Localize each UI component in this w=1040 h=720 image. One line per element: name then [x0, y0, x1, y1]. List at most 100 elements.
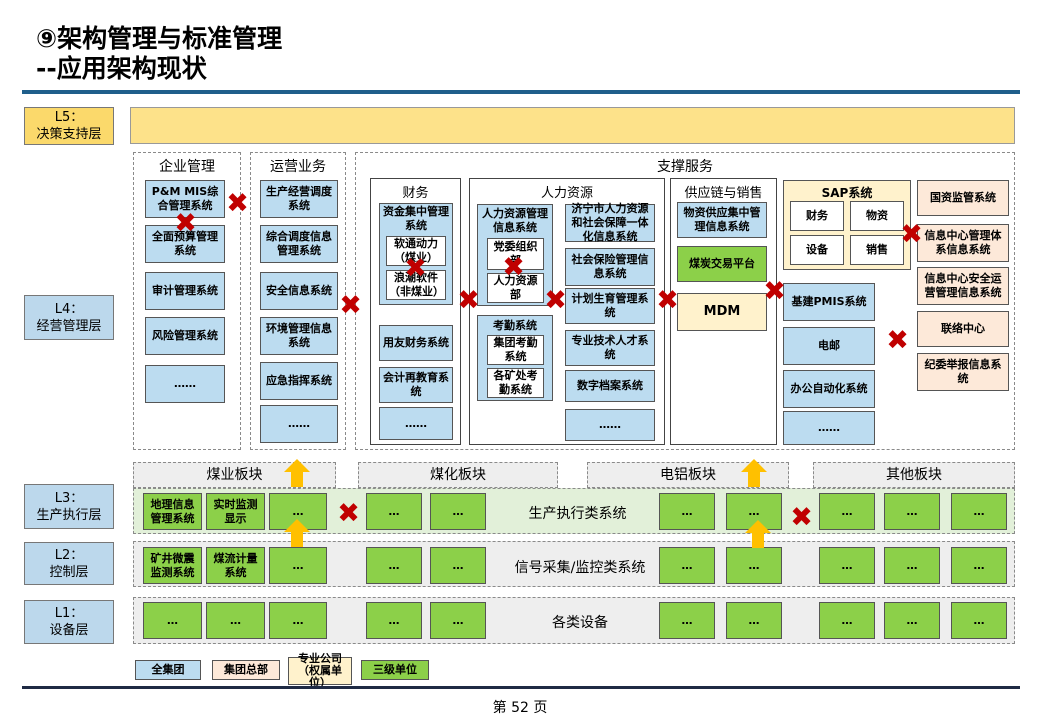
sap-sales-module[interactable]: 销售: [850, 235, 904, 265]
liaison-center[interactable]: 联络中心: [917, 311, 1009, 347]
jining-hr-system[interactable]: 济宁市人力资源和社会保障一体化信息系统: [565, 202, 655, 243]
l3-chem-item-1[interactable]: …: [366, 493, 422, 530]
red-cross-icon: ✖: [900, 219, 923, 250]
attendance-system[interactable]: 考勤系统: [493, 319, 537, 332]
sap-material-module[interactable]: 物资: [850, 201, 904, 231]
legend-professional-company: 专业公司（权属单位）: [288, 653, 352, 689]
realtime-monitor-system[interactable]: 实时监测显示: [206, 493, 265, 530]
coal-flow-system[interactable]: 煤流计量系统: [206, 547, 265, 584]
safety-info-system[interactable]: 安全信息系统: [260, 272, 338, 310]
l1-coal-item-2[interactable]: …: [206, 602, 265, 639]
l3-other-item-2[interactable]: …: [884, 493, 940, 530]
l1-coal-item-3[interactable]: …: [269, 602, 327, 639]
risk-system[interactable]: 风险管理系统: [145, 317, 225, 355]
red-cross-icon: ✖: [502, 252, 525, 283]
yonyou-finance-system[interactable]: 用友财务系统: [379, 325, 453, 361]
l2-other-item-1[interactable]: …: [819, 547, 875, 584]
production-dispatch-system[interactable]: 生产经营调度系统: [260, 180, 338, 218]
party-org-dept[interactable]: 党委组织部: [487, 238, 544, 270]
info-center-security-system[interactable]: 信息中心安全运营管理信息系统: [917, 267, 1009, 305]
red-cross-icon: ✖: [544, 285, 567, 316]
sap-equipment-module[interactable]: 设备: [790, 235, 844, 265]
digital-archive-system[interactable]: 数字档案系统: [565, 370, 655, 402]
talent-system[interactable]: 专业技术人才系统: [565, 330, 655, 366]
geo-info-system[interactable]: 地理信息管理系统: [143, 493, 202, 530]
environment-system[interactable]: 环境管理信息系统: [260, 317, 338, 355]
layer-l3-label: L3：生产执行层: [24, 484, 114, 529]
audit-system[interactable]: 审计管理系统: [145, 272, 225, 310]
enterprise-heading: 企业管理: [159, 159, 215, 175]
l2-other-item-2[interactable]: …: [884, 547, 940, 584]
layer-l4-label: L4：经营管理层: [24, 295, 114, 340]
l2-chem-item-2[interactable]: …: [430, 547, 486, 584]
discipline-report-system[interactable]: 纪委举报信息系统: [917, 353, 1009, 391]
layer-l1-label: L1：设备层: [24, 600, 114, 644]
enterprise-more: ……: [145, 365, 225, 403]
family-planning-system[interactable]: 计划生育管理系统: [565, 288, 655, 324]
l2-power-item-2[interactable]: …: [726, 547, 782, 584]
l2-power-item-1[interactable]: …: [659, 547, 715, 584]
social-insurance-system[interactable]: 社会保险管理信息系统: [565, 248, 655, 286]
l5-decision-support-bar: [130, 107, 1015, 144]
accounting-education-system[interactable]: 会计再教育系统: [379, 367, 453, 403]
mine-attendance-system[interactable]: 各矿处考勤系统: [487, 368, 544, 398]
coal-chemical-block-header: 煤化板块: [358, 462, 558, 488]
finance-more: ……: [379, 407, 453, 440]
other-block-header: 其他板块: [813, 462, 1015, 488]
l1-other-item-1[interactable]: …: [819, 602, 875, 639]
l2-chem-item-1[interactable]: …: [366, 547, 422, 584]
hr-main-system[interactable]: 人力资源管理信息系统: [482, 207, 548, 234]
l3-power-item-2[interactable]: …: [726, 493, 782, 530]
sap-finance-module[interactable]: 财务: [790, 201, 844, 231]
red-cross-icon: ✖: [763, 276, 786, 307]
red-cross-icon: ✖: [790, 502, 813, 533]
l1-chem-item-1[interactable]: …: [366, 602, 422, 639]
mdm-system[interactable]: MDM: [677, 293, 767, 331]
ruantong-subsystem[interactable]: 软通动力（煤业）: [386, 236, 446, 266]
red-cross-icon: ✖: [886, 325, 909, 356]
l2-other-item-3[interactable]: …: [951, 547, 1007, 584]
red-cross-icon: ✖: [226, 188, 249, 219]
coal-trading-platform[interactable]: 煤炭交易平台: [677, 246, 767, 282]
sasac-supervision-system[interactable]: 国资监管系统: [917, 180, 1009, 216]
supply-heading: 供应链与销售: [684, 186, 763, 201]
red-cross-icon: ✖: [337, 498, 360, 529]
l3-label: 生产执行类系统: [528, 506, 627, 522]
integrated-dispatch-system[interactable]: 综合调度信息管理系统: [260, 225, 338, 263]
pm-mis-system[interactable]: P&M MIS综合管理系统: [145, 180, 225, 218]
l1-power-item-1[interactable]: …: [659, 602, 715, 639]
hr-dept[interactable]: 人力资源部: [487, 273, 544, 303]
title-divider: [22, 90, 1020, 94]
l1-other-item-2[interactable]: …: [884, 602, 940, 639]
l3-power-item-1[interactable]: …: [659, 493, 715, 530]
group-attendance-system[interactable]: 集团考勤系统: [487, 335, 544, 365]
l1-coal-item-1[interactable]: …: [143, 602, 202, 639]
fund-system-label[interactable]: 资金集中管理系统: [383, 205, 449, 232]
pmis-system[interactable]: 基建PMIS系统: [783, 283, 875, 321]
seismic-monitor-system[interactable]: 矿井微震监测系统: [143, 547, 202, 584]
material-supply-system[interactable]: 物资供应集中管理信息系统: [677, 202, 767, 238]
red-cross-icon: ✖: [174, 208, 197, 239]
l1-chem-item-2[interactable]: …: [430, 602, 486, 639]
finance-heading: 财务: [402, 186, 429, 201]
l2-coal-more[interactable]: …: [269, 547, 327, 584]
office-automation-system[interactable]: 办公自动化系统: [783, 370, 875, 408]
l1-other-item-3[interactable]: …: [951, 602, 1007, 639]
sap-title[interactable]: SAP系统: [821, 186, 873, 200]
emergency-command-system[interactable]: 应急指挥系统: [260, 362, 338, 400]
budget-system[interactable]: 全面预算管理系统: [145, 225, 225, 263]
l3-other-item-3[interactable]: …: [951, 493, 1007, 530]
info-center-management-system[interactable]: 信息中心管理体系信息系统: [917, 224, 1009, 262]
page-subtitle: --应用架构现状: [36, 54, 207, 83]
operations-heading: 运营业务: [270, 159, 326, 175]
langchao-subsystem[interactable]: 浪潮软件（非煤业）: [386, 270, 446, 300]
support-heading: 支撑服务: [657, 159, 713, 175]
support-more: ……: [783, 411, 875, 445]
l3-chem-item-2[interactable]: …: [430, 493, 486, 530]
legend-group-wide: 全集团: [135, 660, 201, 680]
email-system[interactable]: 电邮: [783, 327, 875, 365]
red-cross-icon: ✖: [656, 285, 679, 316]
red-cross-icon: ✖: [339, 290, 362, 321]
l1-power-item-2[interactable]: …: [726, 602, 782, 639]
l3-other-item-1[interactable]: …: [819, 493, 875, 530]
